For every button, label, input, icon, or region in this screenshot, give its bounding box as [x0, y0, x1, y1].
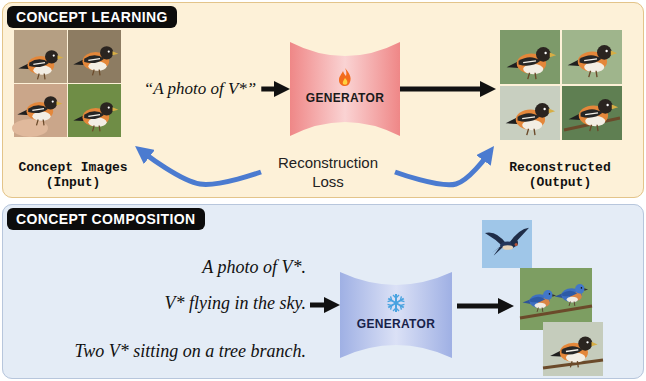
- concept-photo: [73, 46, 118, 75]
- image-group: Reconstructed (Output): [496, 28, 624, 192]
- generator-shape: [340, 272, 452, 358]
- concept-photo: [14, 30, 67, 83]
- generator-shape: [343, 78, 348, 85]
- concept-photo: [68, 30, 121, 83]
- generated-photo: [482, 220, 603, 376]
- section-panel: CONCEPT COMPOSITION A photo of V*. V* flyi…: [2, 204, 644, 379]
- generated-photo: [520, 268, 592, 330]
- generator-shape: [387, 296, 406, 310]
- generator-label: GENERATOR: [306, 73, 384, 106]
- generated-photo: [555, 284, 589, 306]
- generator-shape: [387, 294, 406, 312]
- image-group: Concept Images (Input): [12, 28, 134, 192]
- concept-photo: [12, 30, 121, 137]
- generator-shape: [387, 296, 406, 310]
- reconstructed-photo: [562, 30, 622, 84]
- flow-arrow: [310, 303, 328, 308]
- section-panel: CONCEPT LEARNING Concept Images (Input) “A…: [2, 2, 644, 198]
- reconstructed-photo: [506, 103, 556, 135]
- composition-panel-ground: [2, 204, 644, 379]
- flow-arrow: [145, 154, 261, 184]
- output-arrow: [457, 304, 502, 309]
- generator-block: GENERATOR: [340, 272, 452, 358]
- generator-block: GENERATOR: [290, 42, 400, 136]
- generated-photo: [482, 220, 532, 268]
- prompt-text: A photo of V*.: [10, 256, 310, 278]
- concept-photo: [73, 102, 118, 131]
- generator-shape: [339, 68, 351, 86]
- generated-photo: [523, 290, 557, 312]
- generated-photo: [520, 306, 592, 318]
- generated-photo: [543, 322, 603, 376]
- prompt-list: A photo of V*. V* flying in the sky. Two V…: [10, 248, 310, 372]
- reconstructed-photo: [507, 47, 557, 79]
- generator-shape: [339, 68, 351, 86]
- loss-label: Reconstruction Loss: [261, 153, 395, 191]
- image-caption: Reconstructed (Output): [498, 160, 622, 190]
- generator-shape: [290, 42, 400, 136]
- output-arrow: [457, 306, 502, 307]
- prompt-text-box: “A photo of V*”: [139, 76, 262, 102]
- reconstructed-photo: [562, 86, 622, 140]
- prompt-text: Two V* sitting on a tree branch.: [10, 340, 310, 362]
- generator-shape: [388, 299, 404, 308]
- generator-shape: [388, 296, 405, 309]
- flow-arrow: [261, 87, 278, 92]
- reconstructed-photo: [500, 30, 622, 140]
- reconstructed-photo: [568, 45, 618, 77]
- flow-arrow: [395, 156, 486, 184]
- panel-heading: CONCEPT LEARNING: [7, 6, 177, 28]
- panel-heading: CONCEPT COMPOSITION: [7, 208, 205, 230]
- learning-panel-ground: [2, 2, 644, 198]
- concept-photo: [17, 96, 62, 125]
- prompt-text: V* flying in the sky.: [10, 292, 310, 314]
- concept-photo: [68, 84, 121, 137]
- reconstructed-photo: [500, 86, 560, 140]
- generator-shape: [290, 42, 400, 136]
- generator-shape: [388, 299, 404, 308]
- flow-arrow: [400, 87, 484, 92]
- generator-label: GENERATOR: [357, 299, 435, 332]
- concept-photo: [12, 119, 48, 137]
- concept-photo: [18, 50, 63, 79]
- generated-photo: [550, 337, 598, 368]
- generator-shape: [340, 272, 452, 358]
- loss-label-box: Reconstruction Loss: [261, 153, 395, 191]
- image-caption: Concept Images (Input): [14, 160, 132, 190]
- generator-shape: [388, 296, 405, 309]
- learning-panel-ground: [2, 2, 644, 198]
- composition-panel-ground: [2, 204, 644, 379]
- prompt-text: “A photo of V*”: [144, 79, 257, 98]
- reconstructed-photo: [569, 99, 619, 131]
- generated-photo: [485, 228, 529, 256]
- reconstructed-photo: [500, 30, 560, 84]
